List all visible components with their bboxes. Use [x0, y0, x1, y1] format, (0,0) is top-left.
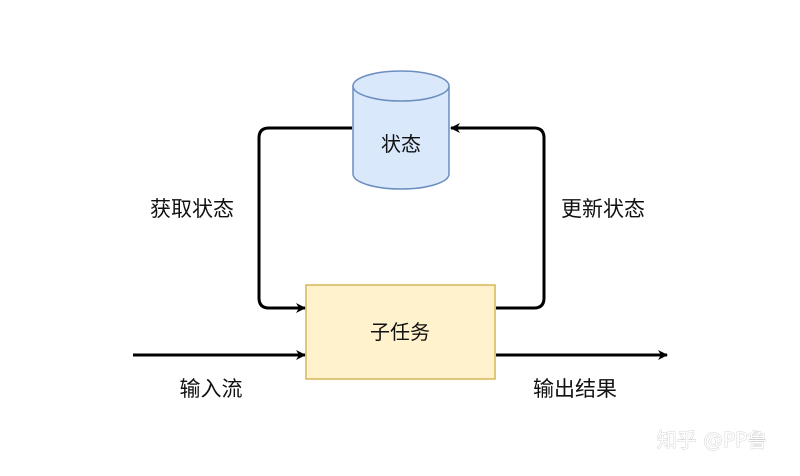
watermark-text: 知乎 @PP鲁: [657, 428, 767, 452]
subtask-node: 子任务: [305, 284, 496, 380]
update-state-connector: [450, 123, 546, 310]
state-store-body: [352, 86, 450, 190]
get-state-label: 获取状态: [150, 197, 234, 221]
output-result-label: 输出结果: [533, 377, 617, 401]
subtask-label: 子任务: [370, 320, 430, 344]
state-store-node: 状态: [352, 70, 450, 190]
input-stream-label: 输入流: [180, 377, 243, 401]
get-state-connector: [257, 126, 352, 313]
subtask-box: [305, 284, 496, 380]
state-store-label: 状态: [381, 132, 421, 156]
update-state-label: 更新状态: [561, 197, 645, 221]
state-store-top: [352, 70, 450, 102]
